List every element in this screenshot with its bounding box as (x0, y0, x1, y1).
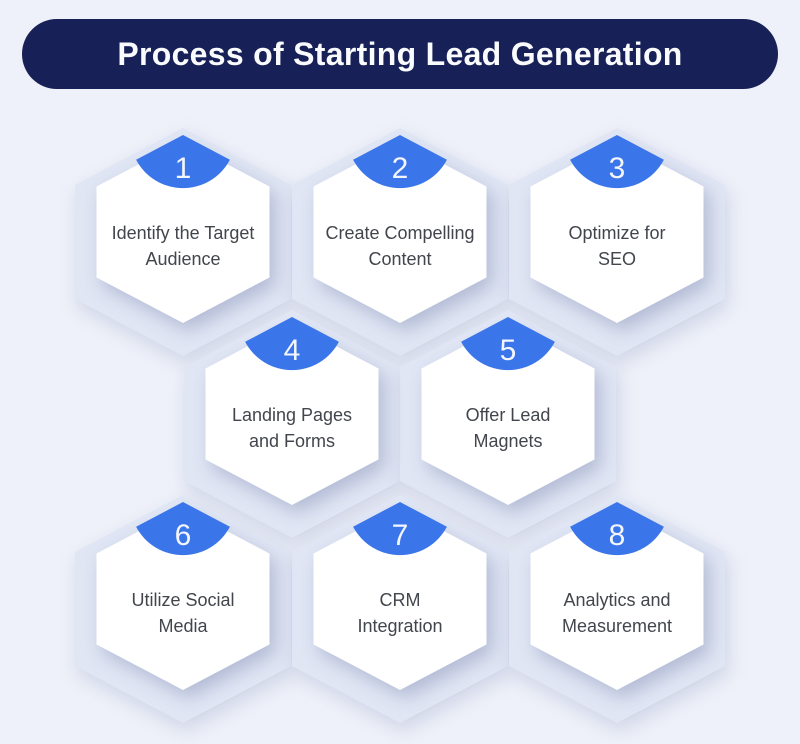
step-label-line: Measurement (561, 616, 673, 636)
step-label-line: Offer Lead (465, 405, 551, 425)
step-cell-3: 3 Optimize for SEO (487, 92, 747, 372)
step-label-line: and Forms (248, 431, 336, 451)
step-cell-2: 2 Create Compelling Content (270, 92, 530, 372)
hexagon-tile: 5 (421, 317, 595, 505)
step-label-line: Integration (357, 616, 443, 636)
title-bar: Process of Starting Lead Generation (22, 19, 778, 89)
step-label-line: Analytics and (563, 590, 671, 610)
step-label-line: Utilize Social (131, 590, 235, 610)
step-cell-5: 5 Offer Lead Magnets (378, 274, 638, 554)
step-label-line: Landing Pages (231, 405, 353, 425)
step-label-line: CRM (379, 590, 421, 610)
step-label-line: Audience (145, 249, 221, 269)
hexagon-tile: 1 (96, 135, 270, 323)
step-number: 5 (500, 334, 517, 367)
step-badge (570, 502, 664, 556)
step-label: Analytics and Measurement (517, 587, 717, 639)
step-number: 8 (609, 519, 626, 552)
hexagon-tile: 3 (530, 135, 704, 323)
step-cell-4: 4 Landing Pages and Forms (162, 274, 422, 554)
step-label: Utilize Social Media (83, 587, 283, 639)
step-badge (353, 135, 447, 189)
step-badge (136, 502, 230, 556)
step-badge (353, 502, 447, 556)
step-number: 7 (392, 519, 409, 552)
step-label: Create Compelling Content (300, 220, 500, 272)
hexagon-tile: 4 (205, 317, 379, 505)
infographic-title: Process of Starting Lead Generation (117, 35, 683, 72)
step-label: Identify the Target Audience (83, 220, 283, 272)
step-number: 6 (175, 519, 192, 552)
step-label-line: Media (158, 616, 208, 636)
step-cell-7: 7 CRM Integration (270, 459, 530, 739)
step-label-line: Create Compelling (325, 223, 475, 243)
step-label: Offer Lead Magnets (408, 402, 608, 454)
step-badge (570, 135, 664, 189)
step-number: 2 (392, 152, 409, 185)
step-badge (136, 135, 230, 189)
step-number: 1 (175, 152, 192, 185)
step-badge (245, 317, 339, 371)
step-label-line: Content (368, 249, 432, 269)
step-label: CRM Integration (300, 587, 500, 639)
step-number: 4 (284, 334, 301, 367)
step-label: Landing Pages and Forms (192, 402, 392, 454)
step-label-line: SEO (597, 249, 636, 269)
hexagon-tile: 2 (313, 135, 487, 323)
step-label-line: Magnets (473, 431, 543, 451)
step-cell-1: 1 Identify the Target Audience (53, 92, 313, 372)
step-label: Optimize for SEO (517, 220, 717, 272)
step-label-line: Optimize for (568, 223, 666, 243)
step-cell-8: 8 Analytics and Measurement (487, 459, 747, 739)
step-number: 3 (609, 152, 626, 185)
hexagon-tile: 7 (313, 502, 487, 690)
step-cell-6: 6 Utilize Social Media (53, 459, 313, 739)
hexagon-tile: 6 (96, 502, 270, 690)
step-label-line: Identify the Target (111, 223, 255, 243)
step-badge (461, 317, 555, 371)
hexagon-tile: 8 (530, 502, 704, 690)
